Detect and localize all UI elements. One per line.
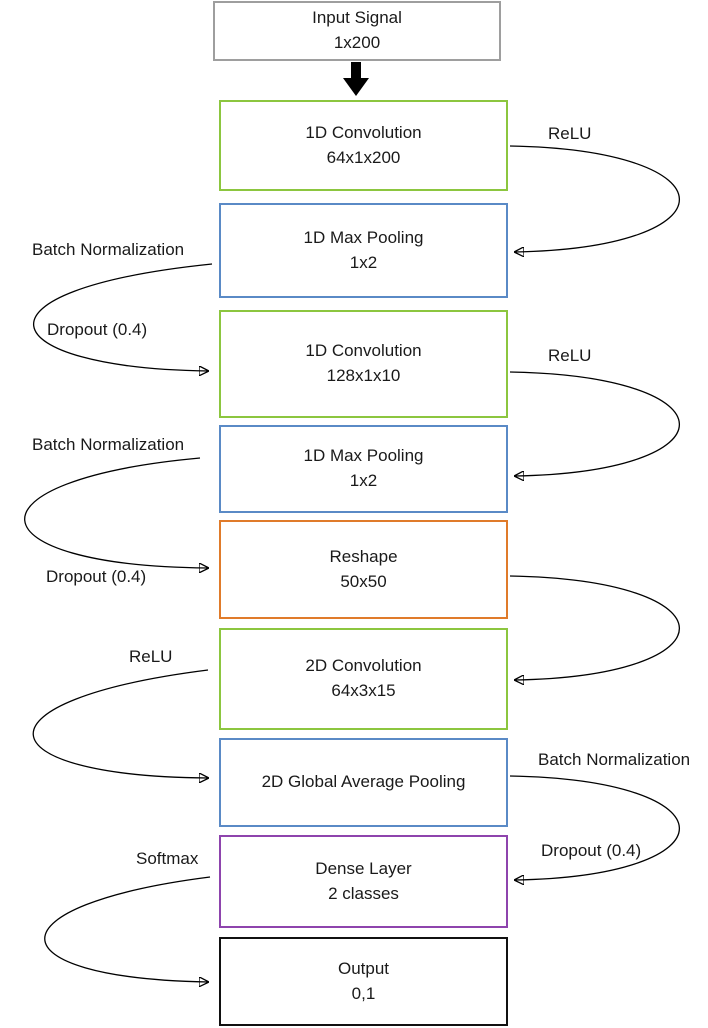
curve-gap-to-dense [509, 775, 681, 880]
maxpool1d-box-1: 1D Max Pooling 1x2 [219, 203, 508, 298]
label-batch-norm-3: Batch Normalization [538, 750, 691, 769]
box-subtitle: 0,1 [351, 983, 376, 1003]
reshape-box: Reshape 50x50 [219, 520, 508, 619]
conv1d-box-1: 1D Convolution 64x1x200 [219, 100, 508, 191]
box-title: 1D Max Pooling [303, 227, 424, 247]
curve-pool2-to-reshape [24, 457, 208, 568]
label-dropout-1: Dropout (0.4) [47, 320, 148, 339]
label-batch-norm-2: Batch Normalization [32, 435, 185, 454]
box-title: 1D Convolution [305, 122, 422, 142]
curve-conv1-to-pool1 [509, 145, 681, 252]
output-box: Output 0,1 [219, 937, 508, 1026]
global-avg-pool-box: 2D Global Average Pooling [219, 738, 508, 827]
box-subtitle: 1x2 [349, 471, 378, 490]
curve-reshape-to-conv3 [509, 575, 681, 680]
label-batch-norm-1: Batch Normalization [32, 240, 185, 259]
label-relu-2: ReLU [548, 346, 592, 365]
box-title: Reshape [329, 546, 398, 566]
box-title: Output [337, 958, 390, 978]
label-dropout-2: Dropout (0.4) [46, 567, 147, 586]
curve-conv3-to-gap [32, 669, 208, 778]
box-title: Input Signal [312, 8, 402, 28]
label-softmax: Softmax [136, 849, 199, 868]
curve-pool1-to-conv2 [33, 263, 213, 371]
box-title: 1D Convolution [305, 341, 422, 361]
box-subtitle: 1x2 [349, 252, 378, 272]
box-subtitle: 64x1x200 [326, 147, 401, 167]
input-down-arrow [343, 62, 369, 96]
box-subtitle: 128x1x10 [326, 366, 401, 385]
box-title: 1D Max Pooling [303, 446, 424, 466]
curve-conv2-to-pool2 [509, 371, 681, 476]
conv1d-box-2: 1D Convolution 128x1x10 [219, 310, 508, 418]
input-signal-box: Input Signal 1x200 [213, 1, 501, 61]
box-subtitle: 64x3x15 [331, 681, 396, 700]
curve-dense-to-output [44, 876, 211, 982]
maxpool1d-box-2: 1D Max Pooling 1x2 [219, 425, 508, 513]
dense-layer-box: Dense Layer 2 classes [219, 835, 508, 928]
box-subtitle: 1x200 [333, 33, 381, 52]
label-dropout-3: Dropout (0.4) [541, 841, 642, 860]
label-relu-3: ReLU [129, 647, 173, 666]
box-title: 2D Convolution [305, 656, 422, 676]
box-subtitle: 2 classes [328, 883, 399, 903]
conv2d-box: 2D Convolution 64x3x15 [219, 628, 508, 730]
box-title: Dense Layer [315, 858, 412, 878]
box-subtitle: 50x50 [340, 571, 387, 591]
label-relu-1: ReLU [548, 124, 592, 143]
box-title: 2D Global Average Pooling [261, 772, 466, 792]
